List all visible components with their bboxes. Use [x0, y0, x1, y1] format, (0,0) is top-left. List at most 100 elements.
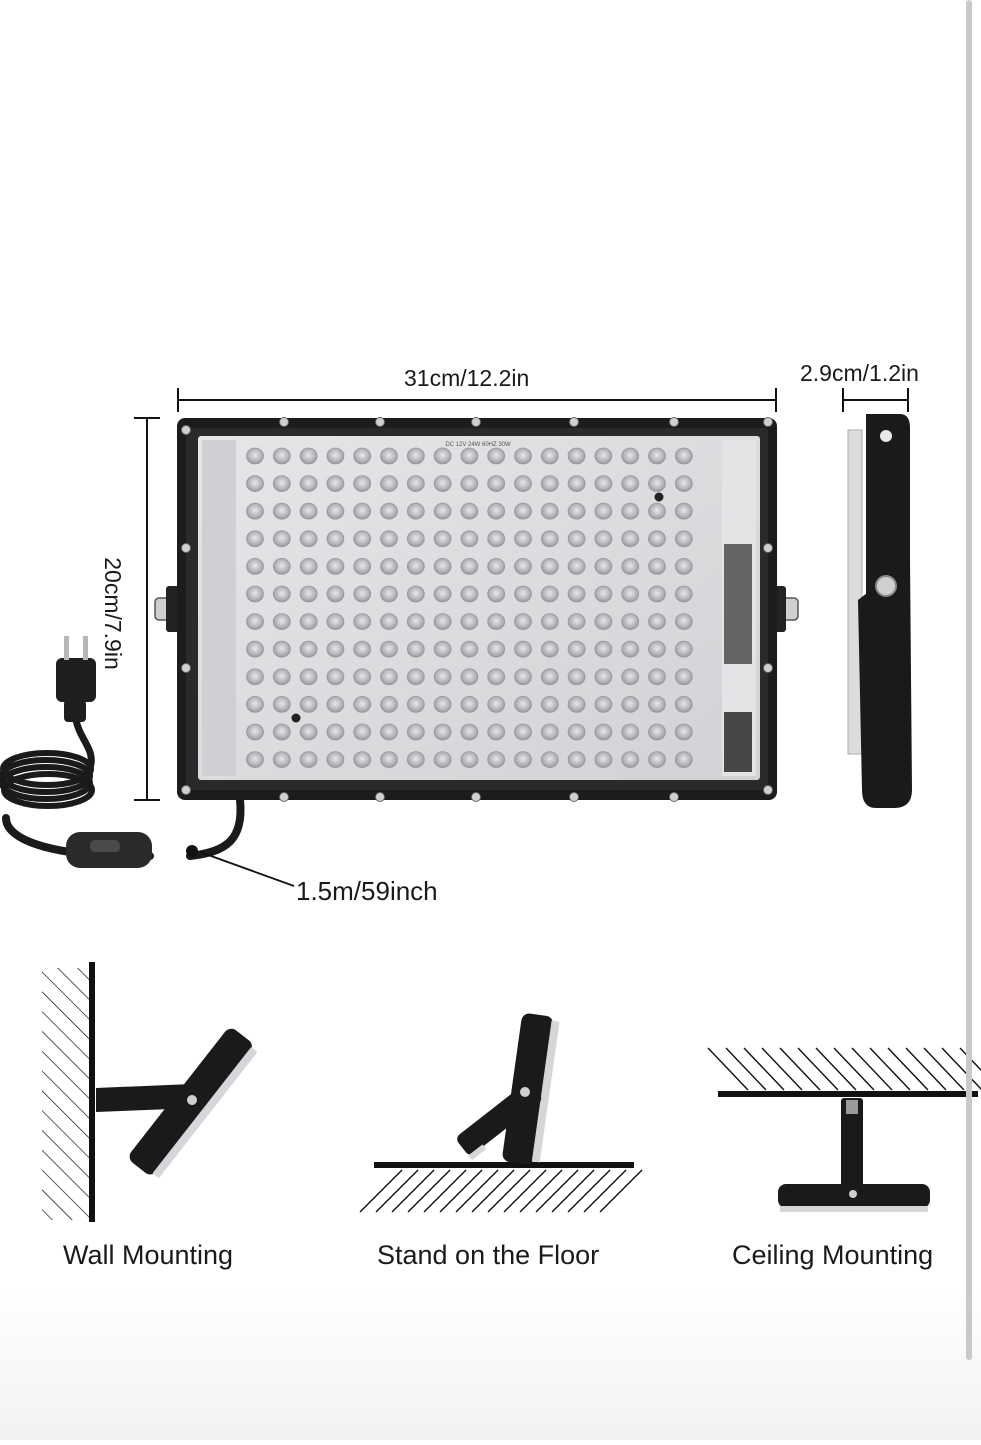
- led-cell: [460, 668, 479, 686]
- led-cell: [567, 585, 586, 603]
- frame-screw: [181, 785, 191, 795]
- hatch-line: [407, 1169, 451, 1213]
- led-cell: [674, 751, 693, 768]
- led-cell: [594, 668, 613, 686]
- led-cell: [326, 558, 345, 575]
- led-cell: [326, 613, 345, 630]
- led-cell: [594, 530, 613, 548]
- hatch-line: [869, 1047, 911, 1091]
- led-cell: [514, 613, 532, 630]
- led-cell: [380, 723, 398, 741]
- led-cell: [299, 613, 318, 630]
- led-cell: [299, 502, 318, 520]
- led-cell: [621, 475, 640, 493]
- led-cell: [594, 447, 613, 465]
- led-cell: [353, 502, 372, 520]
- led-cell: [246, 530, 264, 548]
- led-cell: [594, 613, 613, 630]
- frame-screw: [763, 543, 773, 553]
- led-cell: [621, 585, 640, 603]
- led-cell: [487, 668, 506, 686]
- led-cell: [540, 502, 559, 520]
- led-cell: [406, 502, 425, 520]
- led-cell: [514, 640, 532, 658]
- led-cell: [433, 447, 452, 465]
- frame-screw: [279, 792, 289, 802]
- floor-standing-caption: Stand on the Floor: [377, 1240, 600, 1270]
- led-cell: [621, 613, 640, 630]
- led-cell: [540, 475, 559, 493]
- led-cell: [674, 613, 693, 630]
- led-cell: [353, 475, 372, 493]
- led-cell: [487, 723, 506, 741]
- led-cell: [648, 475, 666, 493]
- led-cell: [621, 696, 640, 713]
- led-cell: [567, 475, 586, 493]
- led-cell: [621, 502, 640, 520]
- led-grid: [246, 447, 693, 768]
- floor-hatch-icon: [359, 1169, 643, 1213]
- led-cell: [406, 475, 425, 493]
- led-cell: [674, 723, 693, 741]
- ceiling-mounting-illustration: [707, 1047, 981, 1212]
- frame-screw: [375, 417, 385, 427]
- inline-switch-icon: [66, 832, 198, 868]
- led-cell: [460, 585, 479, 603]
- led-cell: [380, 530, 398, 548]
- led-cell: [380, 751, 398, 768]
- led-cell: [353, 585, 372, 603]
- led-cell: [326, 723, 345, 741]
- led-cell: [406, 530, 425, 548]
- led-cell: [433, 696, 452, 713]
- led-cell: [674, 640, 693, 658]
- led-cell: [406, 585, 425, 603]
- led-cell: [299, 723, 318, 741]
- depth-dimension: [842, 388, 909, 412]
- led-cell: [406, 447, 425, 465]
- led-cell: [353, 530, 372, 548]
- led-cell: [246, 723, 264, 741]
- led-cell: [380, 640, 398, 658]
- floor-standing-illustration: [359, 1013, 643, 1213]
- led-cell: [594, 696, 613, 713]
- hatch-line: [923, 1047, 965, 1091]
- scrollbar[interactable]: [966, 0, 972, 1360]
- height-label: 20cm/7.9in: [99, 557, 126, 670]
- led-cell: [353, 640, 372, 658]
- led-cell: [406, 613, 425, 630]
- led-cell: [621, 447, 640, 465]
- flood-light-front-view: DC 12V 24W 60HZ 30W: [154, 417, 799, 802]
- led-cell: [460, 723, 479, 741]
- led-cell: [460, 502, 479, 520]
- led-cell: [567, 558, 586, 575]
- led-cell: [246, 475, 264, 493]
- led-cell: [540, 558, 559, 575]
- side-bracket-icon: [847, 414, 912, 808]
- led-cell: [594, 723, 613, 741]
- led-cell: [353, 723, 372, 741]
- led-cell: [540, 751, 559, 768]
- led-cell: [594, 751, 613, 768]
- led-cell: [567, 696, 586, 713]
- led-cell: [380, 558, 398, 575]
- led-cell: [540, 696, 559, 713]
- led-cell: [567, 640, 586, 658]
- led-cell: [326, 502, 345, 520]
- led-cell: [326, 585, 345, 603]
- led-cell: [594, 475, 613, 493]
- led-cell: [460, 475, 479, 493]
- led-cell: [272, 613, 291, 630]
- hatch-line: [359, 1169, 403, 1213]
- led-cell: [406, 558, 425, 575]
- height-dimension: [134, 417, 160, 801]
- led-cell: [353, 558, 372, 575]
- led-cell: [621, 530, 640, 548]
- led-cell: [621, 668, 640, 686]
- led-cell: [246, 668, 264, 686]
- led-cell: [353, 613, 372, 630]
- led-cell: [433, 585, 452, 603]
- led-cell: [514, 558, 532, 575]
- frame-screw: [471, 792, 481, 802]
